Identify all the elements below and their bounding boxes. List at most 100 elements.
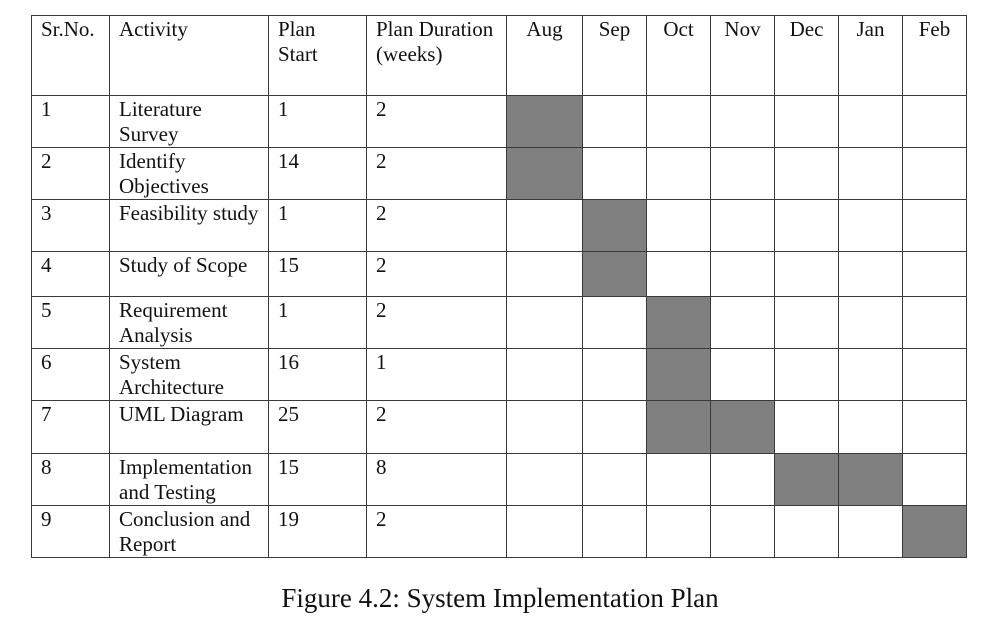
month-header-dec: Dec [774, 15, 839, 96]
gantt-empty-cell-sep [582, 348, 647, 401]
gantt-empty-cell-jan [838, 251, 903, 297]
gantt-empty-cell-aug [506, 296, 583, 349]
gantt-empty-cell-dec [774, 95, 839, 148]
gantt-empty-cell-nov [710, 199, 775, 252]
gantt-empty-cell-jan [838, 199, 903, 252]
gantt-empty-cell-jan [838, 95, 903, 148]
plan-start-cell: 1 [268, 95, 367, 148]
plan-duration-cell: 2 [366, 147, 507, 200]
month-header-sep: Sep [582, 15, 647, 96]
sr-no-cell: 4 [31, 251, 110, 297]
month-header-aug: Aug [506, 15, 583, 96]
gantt-empty-cell-oct [646, 95, 711, 148]
plan-start-cell: 19 [268, 505, 367, 558]
sr-no-cell: 3 [31, 199, 110, 252]
plan-start-cell: 16 [268, 348, 367, 401]
table-header-row: Sr.No. Activity Plan Start Plan Duration… [31, 15, 967, 96]
plan-duration-cell: 1 [366, 348, 507, 401]
gantt-empty-cell-dec [774, 251, 839, 297]
month-header-oct: Oct [646, 15, 711, 96]
activity-cell: Requirement Analysis [109, 296, 269, 349]
gantt-empty-cell-aug [506, 348, 583, 401]
implementation-plan-table: Sr.No. Activity Plan Start Plan Duration… [31, 15, 967, 558]
gantt-bar-cell-oct [646, 400, 711, 454]
sr-no-cell: 2 [31, 147, 110, 200]
plan-duration-header: Plan Duration (weeks) [366, 15, 507, 96]
plan-duration-cell: 2 [366, 199, 507, 252]
plan-start-cell: 15 [268, 453, 367, 506]
plan-start-cell: 14 [268, 147, 367, 200]
gantt-empty-cell-feb [902, 147, 967, 200]
gantt-empty-cell-dec [774, 147, 839, 200]
gantt-empty-cell-dec [774, 348, 839, 401]
plan-duration-cell: 2 [366, 296, 507, 349]
gantt-empty-cell-nov [710, 348, 775, 401]
activity-cell: Feasibility study [109, 199, 269, 252]
gantt-bar-cell-oct [646, 348, 711, 401]
gantt-empty-cell-jan [838, 296, 903, 349]
gantt-empty-cell-oct [646, 251, 711, 297]
gantt-empty-cell-oct [646, 453, 711, 506]
activity-cell: System Architecture [109, 348, 269, 401]
gantt-bar-cell-sep [582, 199, 647, 252]
gantt-empty-cell-nov [710, 95, 775, 148]
sr-no-cell: 9 [31, 505, 110, 558]
activity-cell: Literature Survey [109, 95, 269, 148]
plan-duration-cell: 2 [366, 95, 507, 148]
gantt-empty-cell-sep [582, 505, 647, 558]
month-header-feb: Feb [902, 15, 967, 96]
month-header-jan: Jan [838, 15, 903, 96]
gantt-bar-cell-aug [506, 147, 583, 200]
gantt-empty-cell-jan [838, 147, 903, 200]
gantt-empty-cell-dec [774, 400, 839, 454]
plan-start-cell: 1 [268, 199, 367, 252]
gantt-bar-cell-sep [582, 251, 647, 297]
gantt-empty-cell-sep [582, 147, 647, 200]
gantt-empty-cell-nov [710, 147, 775, 200]
gantt-empty-cell-nov [710, 251, 775, 297]
activity-cell: UML Diagram [109, 400, 269, 454]
plan-start-cell: 15 [268, 251, 367, 297]
gantt-empty-cell-sep [582, 453, 647, 506]
gantt-bar-cell-jan [838, 453, 903, 506]
activity-cell: Identify Objectives [109, 147, 269, 200]
plan-duration-cell: 2 [366, 505, 507, 558]
gantt-empty-cell-jan [838, 505, 903, 558]
gantt-empty-cell-oct [646, 199, 711, 252]
sr-no-cell: 5 [31, 296, 110, 349]
gantt-empty-cell-aug [506, 453, 583, 506]
sr-no-header: Sr.No. [31, 15, 110, 96]
gantt-empty-cell-sep [582, 296, 647, 349]
gantt-empty-cell-nov [710, 296, 775, 349]
plan-start-cell: 25 [268, 400, 367, 454]
gantt-empty-cell-aug [506, 251, 583, 297]
gantt-bar-cell-aug [506, 95, 583, 148]
gantt-empty-cell-sep [582, 95, 647, 148]
gantt-empty-cell-dec [774, 296, 839, 349]
gantt-empty-cell-feb [902, 453, 967, 506]
gantt-empty-cell-nov [710, 505, 775, 558]
plan-start-cell: 1 [268, 296, 367, 349]
figure-caption: Figure 4.2: System Implementation Plan [281, 583, 719, 613]
gantt-empty-cell-feb [902, 199, 967, 252]
plan-duration-cell: 2 [366, 400, 507, 454]
gantt-empty-cell-dec [774, 505, 839, 558]
gantt-bar-cell-oct [646, 296, 711, 349]
gantt-empty-cell-aug [506, 199, 583, 252]
gantt-empty-cell-feb [902, 400, 967, 454]
sr-no-cell: 1 [31, 95, 110, 148]
plan-duration-cell: 2 [366, 251, 507, 297]
gantt-empty-cell-jan [838, 400, 903, 454]
gantt-empty-cell-feb [902, 251, 967, 297]
gantt-bar-cell-feb [902, 505, 967, 558]
activity-cell: Study of Scope [109, 251, 269, 297]
